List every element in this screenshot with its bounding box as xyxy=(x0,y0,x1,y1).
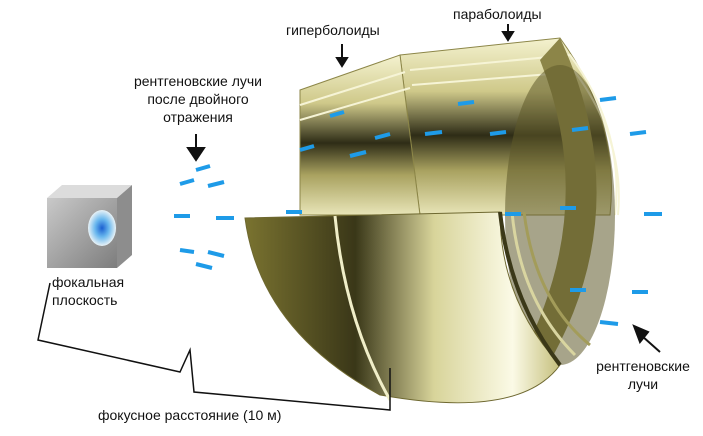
label-line: после двойного xyxy=(147,91,249,107)
label-focal-length: фокусное расстояние (10 м) xyxy=(98,407,282,423)
hyperboloid-shells xyxy=(299,54,421,216)
label-focal-plane: фокальная плоскость xyxy=(52,273,162,309)
label-line: рентгеновские xyxy=(596,358,690,374)
label-paraboloids: параболоиды xyxy=(453,6,542,22)
pointer-arrows xyxy=(186,24,661,353)
label-line: рентгеновские лучи xyxy=(133,73,262,89)
label-line: плоскость xyxy=(52,292,118,308)
label-line: лучи xyxy=(627,376,659,392)
label-rays-after-reflection: рентгеновские лучи после двойного отраже… xyxy=(118,72,278,126)
front-mirror-half xyxy=(244,211,591,404)
label-line: отражения xyxy=(163,109,233,125)
xray-dashes xyxy=(174,96,662,326)
focal-length-bracket xyxy=(37,282,391,411)
label-hyperboloids: гиперболоиды xyxy=(286,22,380,38)
label-incoming-rays: рентгеновские лучи xyxy=(588,357,698,393)
label-line: фокальная xyxy=(52,274,125,290)
focal-plane-detector xyxy=(47,185,132,268)
